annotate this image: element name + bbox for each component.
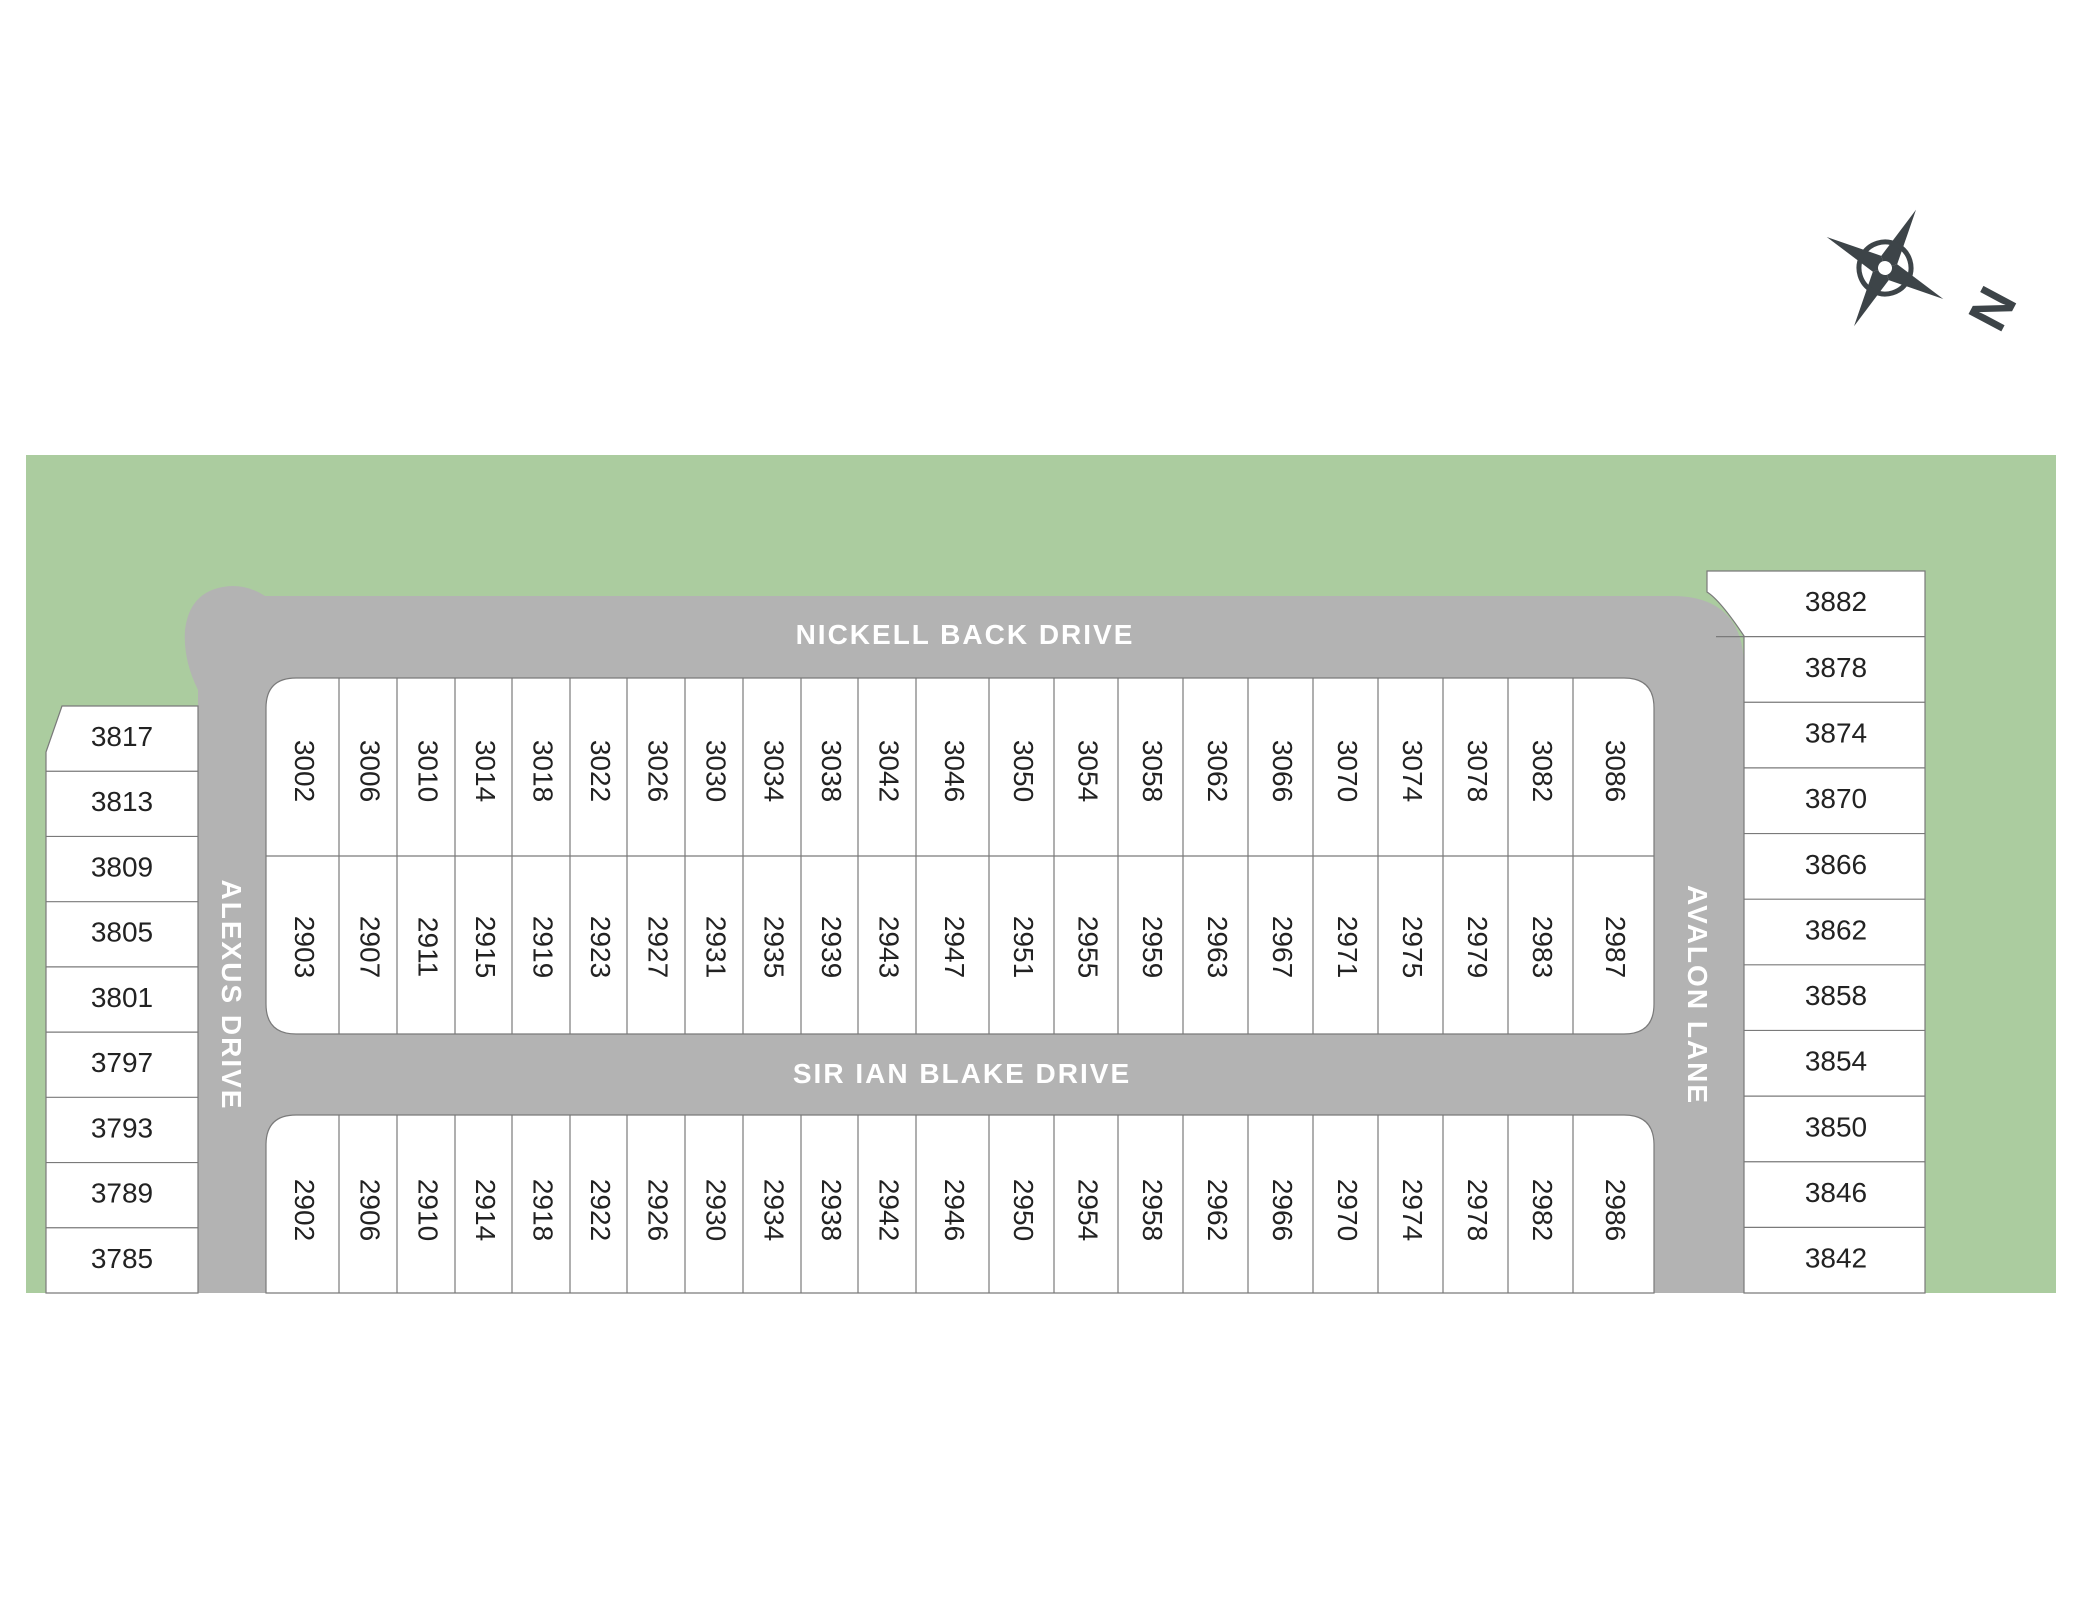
lot-south: 2970 <box>1332 1179 1363 1241</box>
lot-east: 3846 <box>1805 1177 1867 1208</box>
lot-north-upper: 3050 <box>1008 740 1039 802</box>
lot-south: 2982 <box>1527 1179 1558 1241</box>
lot-north-lower: 2967 <box>1267 916 1298 978</box>
lot-north-upper: 3034 <box>759 740 790 802</box>
lot-east: 3866 <box>1805 849 1867 880</box>
lot-west: 3805 <box>91 917 153 948</box>
lot-blocks <box>45 570 1926 1294</box>
lot-north-upper: 3074 <box>1397 740 1428 802</box>
lot-north-lower: 2935 <box>759 916 790 978</box>
compass-rose-icon <box>1826 209 1944 327</box>
lot-north-upper: 3058 <box>1137 740 1168 802</box>
lot-south: 2946 <box>939 1179 970 1241</box>
lot-south: 2918 <box>528 1179 559 1241</box>
lot-west: 3801 <box>91 982 153 1013</box>
lot-north-lower: 2939 <box>816 916 847 978</box>
street-nickell-back-drive: NICKELL BACK DRIVE <box>796 619 1135 650</box>
lot-north-lower: 2983 <box>1527 916 1558 978</box>
lot-north-upper: 3086 <box>1600 740 1631 802</box>
lot-east: 3858 <box>1805 980 1867 1011</box>
lot-east: 3878 <box>1805 652 1867 683</box>
lot-north-upper: 3026 <box>643 740 674 802</box>
lot-south: 2974 <box>1397 1179 1428 1241</box>
lot-south: 2978 <box>1462 1179 1493 1241</box>
lot-north-upper: 3006 <box>355 740 386 802</box>
lot-east: 3874 <box>1805 717 1867 748</box>
lot-north-lower: 2979 <box>1462 916 1493 978</box>
lot-east: 3850 <box>1805 1111 1867 1142</box>
lot-north-lower: 2915 <box>470 916 501 978</box>
lot-east: 3842 <box>1805 1243 1867 1274</box>
lot-north-upper: 3018 <box>528 740 559 802</box>
lot-north-upper: 3054 <box>1073 740 1104 802</box>
lot-west: 3789 <box>91 1178 153 1209</box>
lot-south: 2962 <box>1202 1179 1233 1241</box>
lot-north-upper: 3042 <box>874 740 905 802</box>
lot-north-upper: 3014 <box>470 740 501 802</box>
north-label: N <box>1956 277 2027 340</box>
lot-north-lower: 2903 <box>289 916 320 978</box>
lot-east: 3854 <box>1805 1046 1867 1077</box>
lot-west: 3793 <box>91 1112 153 1143</box>
lot-north-upper: 3082 <box>1527 740 1558 802</box>
lot-west: 3785 <box>91 1243 153 1274</box>
lot-north-lower: 2907 <box>355 916 386 978</box>
lot-east: 3882 <box>1805 586 1867 617</box>
lot-south: 2942 <box>874 1179 905 1241</box>
lot-north-upper: 3022 <box>585 740 616 802</box>
lot-north-lower: 2927 <box>643 916 674 978</box>
lot-south: 2930 <box>701 1179 732 1241</box>
lot-south: 2958 <box>1137 1179 1168 1241</box>
lot-south: 2966 <box>1267 1179 1298 1241</box>
lot-north-upper: 3010 <box>413 740 444 802</box>
lot-west: 3817 <box>91 721 153 752</box>
street-avalon-lane: AVALON LANE <box>1682 885 1713 1105</box>
lot-north-lower: 2931 <box>701 916 732 978</box>
lot-south: 2926 <box>643 1179 674 1241</box>
lot-west: 3813 <box>91 786 153 817</box>
lot-north-lower: 2987 <box>1600 916 1631 978</box>
lot-north-lower: 2919 <box>528 916 559 978</box>
lot-north-lower: 2971 <box>1332 916 1363 978</box>
street-alexus-drive: ALEXUS DRIVE <box>216 880 247 1111</box>
lot-north-lower: 2975 <box>1397 916 1428 978</box>
lot-north-lower: 2959 <box>1137 916 1168 978</box>
lot-south: 2914 <box>470 1179 501 1241</box>
lot-north-upper: 3046 <box>939 740 970 802</box>
lot-south: 2986 <box>1600 1179 1631 1241</box>
lot-north-upper: 3030 <box>701 740 732 802</box>
lot-north-lower: 2955 <box>1073 916 1104 978</box>
lot-south: 2910 <box>413 1179 444 1241</box>
lot-south: 2954 <box>1073 1179 1104 1241</box>
lot-north-lower: 2963 <box>1202 916 1233 978</box>
street-sir-ian-blake-drive: SIR IAN BLAKE DRIVE <box>793 1058 1131 1089</box>
lot-north-upper: 3062 <box>1202 740 1233 802</box>
lot-north-lower: 2923 <box>585 916 616 978</box>
lot-west: 3797 <box>91 1047 153 1078</box>
lot-west: 3809 <box>91 851 153 882</box>
lot-north-upper: 3066 <box>1267 740 1298 802</box>
lot-north-lower: 2943 <box>874 916 905 978</box>
lot-north-upper: 3070 <box>1332 740 1363 802</box>
lot-south: 2934 <box>759 1179 790 1241</box>
lot-south: 2950 <box>1008 1179 1039 1241</box>
lot-south: 2902 <box>289 1179 320 1241</box>
lot-number-labels: 3002 3006 3010 3014 3018 3022 3026 3030 3034 3038… <box>91 586 1867 1274</box>
lot-dividers <box>46 636 1925 1293</box>
lot-north-upper: 3002 <box>289 740 320 802</box>
lot-north-lower: 2911 <box>413 917 444 977</box>
lot-east: 3870 <box>1805 783 1867 814</box>
lot-north-lower: 2951 <box>1008 916 1039 978</box>
south-block <box>265 1114 1655 1294</box>
east-block <box>1706 570 1926 1294</box>
lot-north-upper: 3078 <box>1462 740 1493 802</box>
lot-north-lower: 2947 <box>939 916 970 978</box>
lot-south: 2922 <box>585 1179 616 1241</box>
west-block <box>45 705 199 1294</box>
lot-south: 2906 <box>355 1179 386 1241</box>
lot-east: 3862 <box>1805 914 1867 945</box>
lot-north-upper: 3038 <box>816 740 847 802</box>
lot-south: 2938 <box>816 1179 847 1241</box>
